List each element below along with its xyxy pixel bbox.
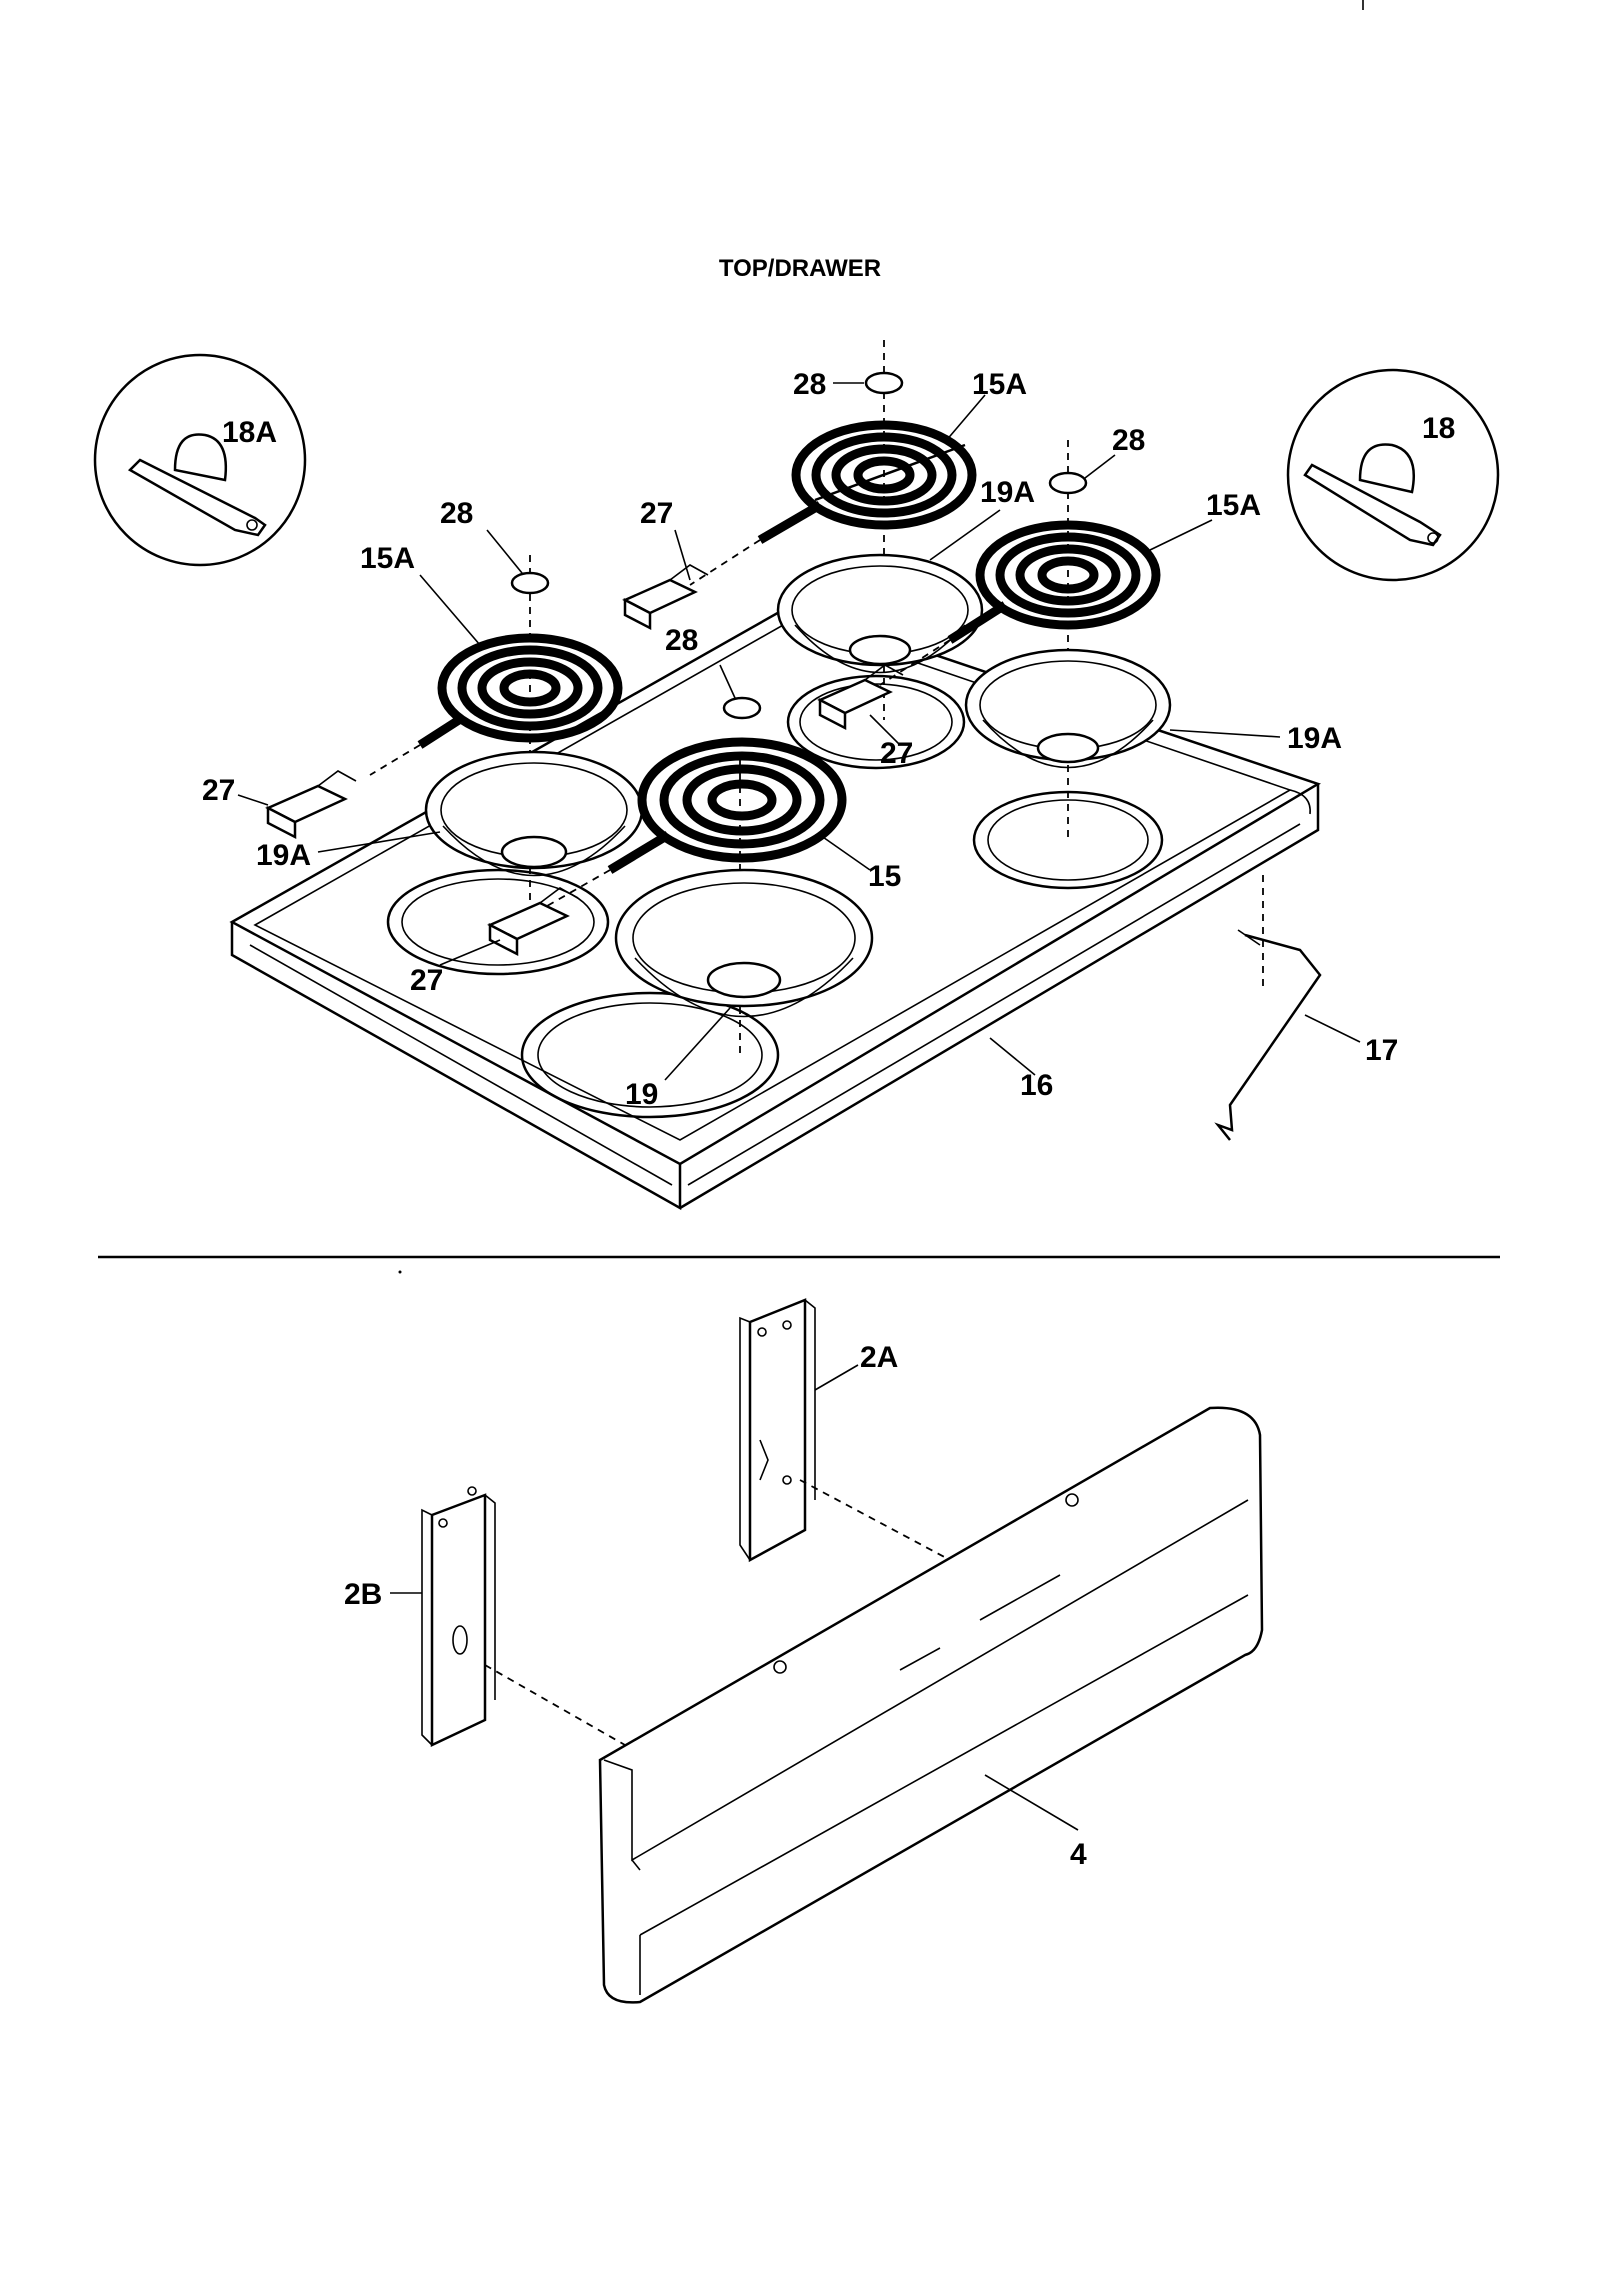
wire-17 (1214, 933, 1322, 1141)
callout-28-left: 28 (440, 497, 473, 530)
detail-circle-18 (1286, 368, 1500, 582)
leader-lines (237, 382, 1361, 1831)
bracket-2b (421, 1486, 496, 1747)
cap-28-center (722, 696, 762, 720)
callout-19a-left: 19A (256, 839, 311, 872)
surface-element-15a-top (757, 420, 977, 544)
callout-16: 16 (1020, 1069, 1053, 1102)
cap-28-top (864, 371, 904, 395)
callout-28-top: 28 (793, 368, 826, 401)
callout-27-bottom: 27 (410, 964, 443, 997)
receptacle-27-center (817, 664, 904, 731)
cap-28-left (510, 571, 550, 595)
receptacle-27-bottom (487, 887, 579, 957)
surface-element-15a-left (417, 633, 623, 749)
drip-bowl-19a-left (424, 750, 644, 877)
receptacle-27-upper (622, 564, 709, 631)
drip-bowl-19a-right (964, 648, 1172, 769)
surface-element-15-front (607, 737, 847, 874)
callout-15a-top: 15A (972, 368, 1027, 401)
callout-28-right: 28 (1112, 424, 1145, 457)
drip-bowl-19-front (614, 868, 874, 1018)
callout-2b: 2B (344, 1578, 382, 1611)
callout-18a: 18A (222, 416, 277, 449)
callout-19a-right: 19A (1287, 722, 1342, 755)
callout-27-upper: 27 (640, 497, 673, 530)
callout-28-center: 28 (665, 624, 698, 657)
callout-15a-left: 15A (360, 542, 415, 575)
surface-element-15a-right (947, 520, 1161, 644)
drawer-panel-4 (598, 1406, 1264, 2004)
callout-15: 15 (868, 860, 901, 893)
callout-2a: 2A (860, 1341, 898, 1374)
bracket-2a (739, 1298, 816, 1563)
callout-4: 4 (1070, 1838, 1087, 1871)
receptacle-27-left (265, 770, 357, 840)
callout-27-left: 27 (202, 774, 235, 807)
callout-27-center: 27 (880, 737, 913, 770)
callout-17: 17 (1365, 1034, 1398, 1067)
drip-bowl-19a-center (776, 553, 984, 674)
cap-28-right (1048, 471, 1088, 495)
callout-18: 18 (1422, 412, 1455, 445)
callout-19a-center: 19A (980, 476, 1035, 509)
detail-circle-18a (93, 353, 307, 567)
callout-15a-right: 15A (1206, 489, 1261, 522)
callout-19: 19 (625, 1078, 658, 1111)
diagram-title: TOP/DRAWER (719, 255, 881, 282)
